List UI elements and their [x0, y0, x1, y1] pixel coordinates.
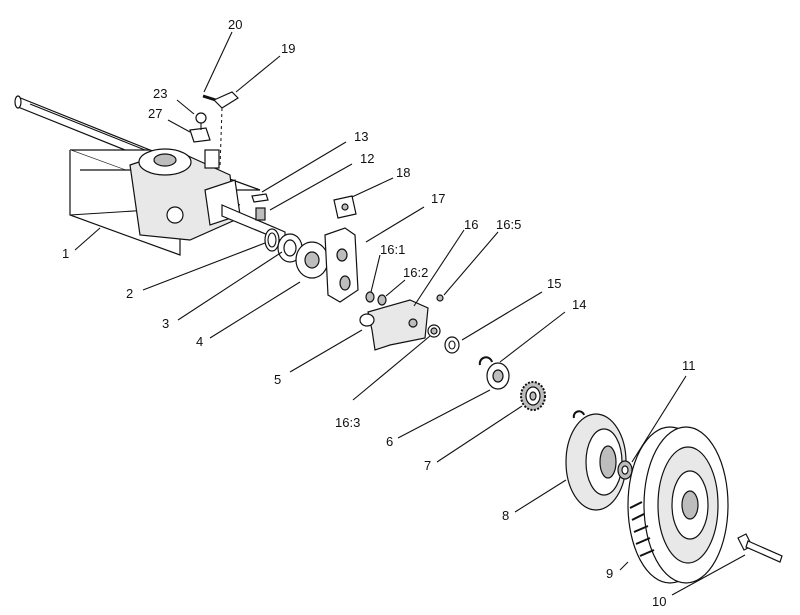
axle-shaft [14, 95, 151, 161]
callout-4: 4 [196, 334, 203, 349]
callout-16-2: 16:2 [403, 265, 428, 280]
callout-16: 16 [464, 217, 478, 232]
callout-14: 14 [572, 297, 586, 312]
callout-23: 23 [153, 86, 167, 101]
callout-labels: 1 2 3 4 5 6 7 8 9 10 11 12 13 14 15 16 1… [62, 17, 696, 609]
part-16-3-nut [427, 324, 441, 338]
hub-e-clip [572, 410, 585, 419]
callout-7: 7 [424, 458, 431, 473]
part-2-snap-ring [264, 228, 280, 252]
part-11-bearing [617, 460, 633, 480]
part-12-setscrew [255, 207, 266, 221]
leader-lines [74, 31, 746, 596]
callout-16-3: 16:3 [335, 415, 360, 430]
part-8-hub-cover [565, 413, 627, 511]
part-7-pinion-gear [520, 381, 546, 411]
part-19-lever [212, 91, 239, 169]
callout-3: 3 [162, 316, 169, 331]
callout-16-5: 16:5 [496, 217, 521, 232]
callout-6: 6 [386, 434, 393, 449]
part-10-bolt [737, 533, 783, 563]
part-16-2-bushing [377, 294, 387, 306]
part-16-height-bracket [359, 299, 429, 351]
part-16-1-bushing [365, 291, 375, 303]
callout-8: 8 [502, 508, 509, 523]
callout-17: 17 [431, 191, 445, 206]
part-6-spacer [486, 362, 510, 390]
callout-1: 1 [62, 246, 69, 261]
callout-19: 19 [281, 41, 295, 56]
part-9-wheel [627, 426, 729, 584]
callout-2: 2 [126, 286, 133, 301]
callout-12: 12 [360, 151, 374, 166]
callout-5: 5 [274, 372, 281, 387]
part-18-bracket [333, 195, 357, 219]
gearbox-housing [129, 148, 286, 243]
callout-13: 13 [354, 129, 368, 144]
part-27-clip [189, 127, 211, 143]
part-15-washer [444, 336, 460, 354]
callout-16-1: 16:1 [380, 242, 405, 257]
part-23-screw [195, 112, 207, 130]
callout-15: 15 [547, 276, 561, 291]
part-17-plate [324, 227, 359, 303]
callout-20: 20 [228, 17, 242, 32]
part-4-washer [295, 241, 329, 279]
part-14-e-ring [478, 356, 493, 366]
part-16-5-screw [436, 294, 444, 302]
part-13-key [251, 193, 269, 203]
callout-9: 9 [606, 566, 613, 581]
callout-27: 27 [148, 106, 162, 121]
callout-18: 18 [396, 165, 410, 180]
callout-10: 10 [652, 594, 666, 609]
callout-11: 11 [682, 358, 696, 373]
